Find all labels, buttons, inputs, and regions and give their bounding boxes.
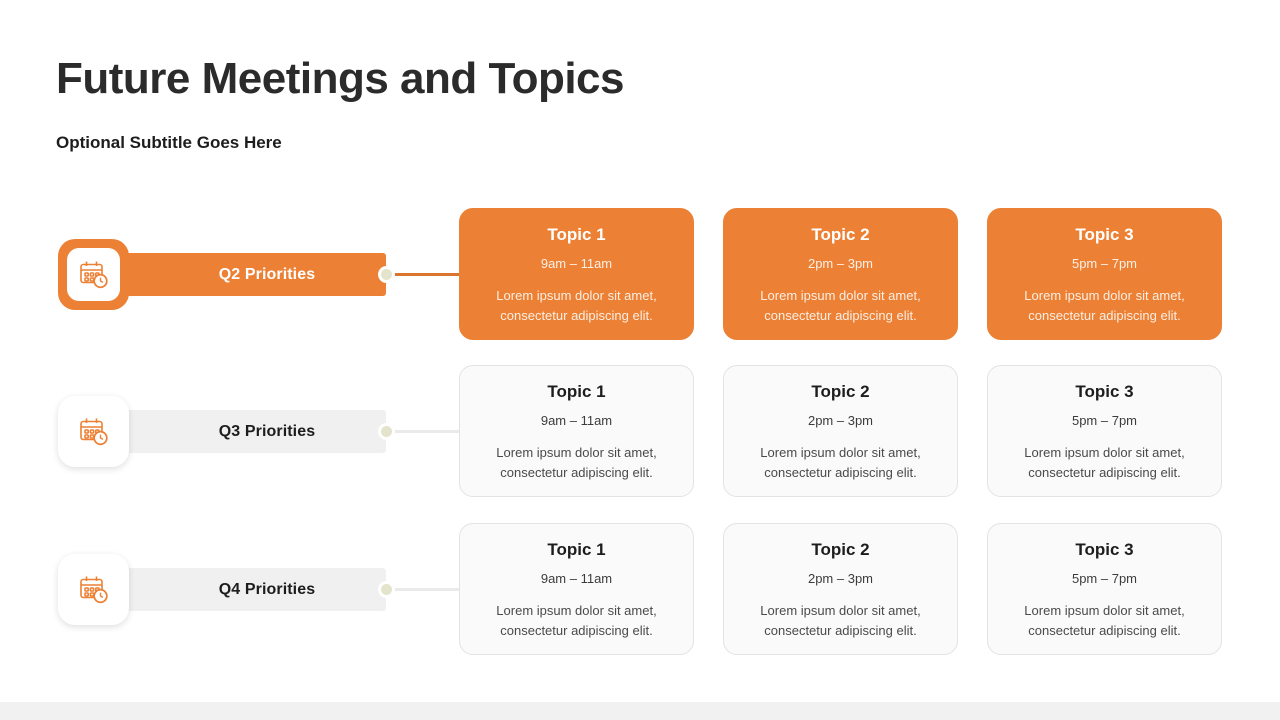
row-label-q2: Q2 Priorities xyxy=(218,265,316,283)
topic-card-time: 5pm – 7pm xyxy=(1071,571,1138,587)
row-label-bar-q4[interactable]: Q4 Priorities xyxy=(94,568,386,611)
topic-card-desc: Lorem ipsum dolor sit amet, consectetur … xyxy=(496,602,657,639)
topic-card-time: 2pm – 3pm xyxy=(807,571,874,587)
topic-card-title: Topic 1 xyxy=(547,225,606,244)
timeline-row-q2: Q2 Priorities xyxy=(0,208,1280,340)
row-icon-tile-q3[interactable] xyxy=(58,396,129,467)
slide-canvas: Future Meetings and Topics Optional Subt… xyxy=(0,54,1280,655)
row-connector-dot-q2 xyxy=(381,269,392,280)
topic-card[interactable]: Topic 1 9am – 11am Lorem ipsum dolor sit… xyxy=(459,365,694,497)
topic-card-desc: Lorem ipsum dolor sit amet, consectetur … xyxy=(1024,602,1185,639)
topic-card-title: Topic 2 xyxy=(811,225,870,244)
topic-card[interactable]: Topic 3 5pm – 7pm Lorem ipsum dolor sit … xyxy=(987,523,1222,655)
slide-bottom-band xyxy=(0,702,1280,720)
topic-card-desc: Lorem ipsum dolor sit amet, consectetur … xyxy=(760,444,921,481)
row-icon-tile-q4[interactable] xyxy=(58,554,129,625)
calendar-clock-icon xyxy=(79,576,108,603)
topic-card[interactable]: Topic 1 9am – 11am Lorem ipsum dolor sit… xyxy=(459,208,694,340)
topic-card-title: Topic 2 xyxy=(811,382,870,401)
row-connector-line-q2 xyxy=(388,273,460,276)
row-connector-dot-q4 xyxy=(381,584,392,595)
topic-card[interactable]: Topic 2 2pm – 3pm Lorem ipsum dolor sit … xyxy=(723,523,958,655)
topic-card-title: Topic 3 xyxy=(1075,540,1134,559)
row-icon-tile-q2[interactable] xyxy=(58,239,129,310)
row-label-bar-q3[interactable]: Q3 Priorities xyxy=(94,410,386,453)
topic-card-group-q3: Topic 1 9am – 11am Lorem ipsum dolor sit… xyxy=(459,365,1222,497)
timeline-row-q3: Q3 Priorities xyxy=(0,365,1280,497)
row-label-q4: Q4 Priorities xyxy=(218,580,316,598)
topic-card-time: 9am – 11am xyxy=(540,571,613,587)
topic-card-time: 9am – 11am xyxy=(540,256,613,272)
calendar-clock-icon xyxy=(79,261,108,288)
topic-card-title: Topic 3 xyxy=(1075,225,1134,244)
topic-card-time: 2pm – 3pm xyxy=(807,413,874,429)
topic-card[interactable]: Topic 3 5pm – 7pm Lorem ipsum dolor sit … xyxy=(987,365,1222,497)
topic-card-time: 5pm – 7pm xyxy=(1071,256,1138,272)
topic-card-title: Topic 1 xyxy=(547,382,606,401)
row-icon-inner-q3 xyxy=(67,405,120,458)
topic-card-time: 2pm – 3pm xyxy=(807,256,874,272)
row-connector-line-q3 xyxy=(388,430,460,433)
topic-card-desc: Lorem ipsum dolor sit amet, consectetur … xyxy=(760,602,921,639)
topic-card[interactable]: Topic 3 5pm – 7pm Lorem ipsum dolor sit … xyxy=(987,208,1222,340)
topic-card-desc: Lorem ipsum dolor sit amet, consectetur … xyxy=(496,444,657,481)
topic-card-title: Topic 3 xyxy=(1075,382,1134,401)
row-connector-line-q4 xyxy=(388,588,460,591)
row-label-q3: Q3 Priorities xyxy=(218,422,316,440)
topic-card-time: 9am – 11am xyxy=(540,413,613,429)
topic-card-title: Topic 1 xyxy=(547,540,606,559)
topic-card-group-q4: Topic 1 9am – 11am Lorem ipsum dolor sit… xyxy=(459,523,1222,655)
page-subtitle: Optional Subtitle Goes Here xyxy=(56,133,282,152)
topic-card[interactable]: Topic 2 2pm – 3pm Lorem ipsum dolor sit … xyxy=(723,208,958,340)
topic-card[interactable]: Topic 2 2pm – 3pm Lorem ipsum dolor sit … xyxy=(723,365,958,497)
page-title: Future Meetings and Topics xyxy=(56,54,625,103)
topic-card-desc: Lorem ipsum dolor sit amet, consectetur … xyxy=(1024,287,1185,324)
topic-card-title: Topic 2 xyxy=(811,540,870,559)
topic-card[interactable]: Topic 1 9am – 11am Lorem ipsum dolor sit… xyxy=(459,523,694,655)
calendar-clock-icon xyxy=(79,418,108,445)
row-icon-inner-q4 xyxy=(67,563,120,616)
topic-card-desc: Lorem ipsum dolor sit amet, consectetur … xyxy=(1024,444,1185,481)
topic-card-desc: Lorem ipsum dolor sit amet, consectetur … xyxy=(496,287,657,324)
row-icon-inner-q2 xyxy=(67,248,120,301)
timeline-row-q4: Q4 Priorities xyxy=(0,523,1280,655)
row-label-bar-q2[interactable]: Q2 Priorities xyxy=(94,253,386,296)
topic-card-time: 5pm – 7pm xyxy=(1071,413,1138,429)
topic-card-group-q2: Topic 1 9am – 11am Lorem ipsum dolor sit… xyxy=(459,208,1222,340)
row-connector-dot-q3 xyxy=(381,426,392,437)
topic-card-desc: Lorem ipsum dolor sit amet, consectetur … xyxy=(760,287,921,324)
